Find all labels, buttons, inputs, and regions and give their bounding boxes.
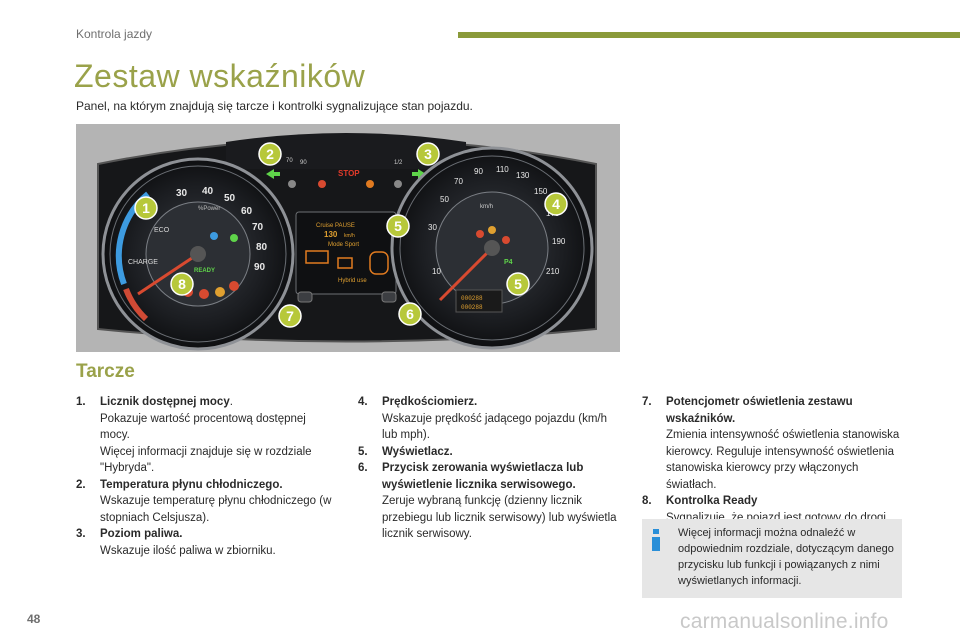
- svg-text:2: 2: [266, 146, 274, 162]
- list-item: 4. Prędkościomierz. Wskazuje prędkość ja…: [358, 396, 608, 441]
- left-dial-tick: %Power: [198, 206, 220, 212]
- left-dial-tick: 30: [176, 188, 188, 199]
- speed-tick: 70: [454, 177, 463, 186]
- list-item: 3. Poziom paliwa. Wskazuje ilość paliwa …: [76, 528, 276, 557]
- section-subheading: Tarcze: [76, 361, 135, 382]
- display-hybrid: Hybrid use: [338, 278, 367, 284]
- svg-text:5: 5: [514, 276, 522, 292]
- left-dial-tick: 90: [254, 262, 266, 273]
- list-item: 5. Wyświetlacz.: [358, 445, 453, 458]
- callout-1: 1: [134, 196, 158, 220]
- page-subtitle: Panel, na którym znajdują się tarcze i k…: [76, 99, 473, 113]
- callout-4: 4: [544, 192, 568, 216]
- callout-2: 2: [258, 142, 282, 166]
- eco-label: ECO: [154, 227, 170, 234]
- list-item: 6. Przycisk zerowania wyświetlacza lub w…: [358, 462, 617, 540]
- page-number: 48: [27, 612, 41, 626]
- section-label: Kontrola jazdy: [76, 27, 153, 41]
- gear-indicator: P4: [504, 259, 513, 266]
- column-1: 1. Licznik dostępnej mocy. Pokazuje wart…: [76, 394, 338, 559]
- column-2: 4. Prędkościomierz. Wskazuje prędkość ja…: [358, 394, 620, 543]
- callout-6: 6: [398, 302, 422, 326]
- speed-tick: 210: [546, 267, 560, 276]
- callout-5-display: 5: [386, 214, 410, 238]
- speed-tick: 110: [496, 165, 509, 174]
- charge-label: CHARGE: [128, 259, 158, 266]
- column-3: 7. Potencjometr oświetlenia zestawu wska…: [642, 394, 908, 526]
- left-dial-tick: 60: [241, 206, 253, 217]
- speed-tick: 130: [516, 171, 530, 180]
- speed-tick: 30: [428, 223, 437, 232]
- info-icon: [650, 529, 662, 551]
- callout-8: 8: [170, 272, 194, 296]
- speed-tick: 150: [534, 187, 548, 196]
- watermark: carmanualsonline.info: [680, 610, 889, 633]
- info-text: Więcej informacji można odnaleźć w odpow…: [678, 527, 894, 587]
- display-cruise: Cruise PAUSE: [316, 223, 355, 229]
- info-box: Więcej informacji można odnaleźć w odpow…: [642, 519, 902, 598]
- speedometer-dial: [390, 146, 594, 350]
- odometer-1: 000288: [461, 295, 483, 302]
- left-dial-tick: 80: [256, 242, 268, 253]
- svg-text:6: 6: [406, 306, 414, 322]
- temp-tick: 70: [286, 158, 293, 164]
- stop-label: STOP: [338, 169, 360, 178]
- list-item: 2. Temperatura płynu chłodniczego. Wskaz…: [76, 478, 332, 524]
- list-item: 1. Licznik dostępnej mocy. Pokazuje wart…: [76, 396, 312, 474]
- power-dial: [101, 157, 295, 351]
- left-dial-tick: 70: [252, 222, 264, 233]
- speed-tick: 10: [432, 267, 441, 276]
- reset-button[interactable]: [381, 291, 397, 303]
- display-speed: 130: [324, 230, 338, 239]
- svg-text:5: 5: [394, 218, 402, 234]
- svg-text:7: 7: [286, 308, 294, 324]
- speed-tick: 50: [440, 195, 449, 204]
- fuel-tick: 1/2: [394, 160, 403, 166]
- svg-text:8: 8: [178, 276, 186, 292]
- odometer-2: 000288: [461, 304, 483, 311]
- left-dial-tick: 50: [224, 193, 236, 204]
- instrument-cluster-image: 30 40 50 60 70 80 90 %Power CHARGE ECO R…: [76, 124, 620, 352]
- page-title: Zestaw wskaźników: [74, 58, 366, 94]
- display-mode: Mode Sport: [328, 242, 359, 248]
- callout-5-odometer: 5: [506, 272, 530, 296]
- ready-label: READY: [194, 268, 215, 274]
- brightness-knob[interactable]: [297, 291, 313, 303]
- temp-tick: 90: [300, 160, 307, 166]
- list-item: 7. Potencjometr oświetlenia zestawu wska…: [642, 396, 900, 491]
- svg-text:4: 4: [552, 196, 560, 212]
- svg-text:3: 3: [424, 146, 432, 162]
- speed-tick: 90: [474, 167, 483, 176]
- speed-unit-label: km/h: [480, 204, 493, 210]
- left-dial-tick: 40: [202, 186, 214, 197]
- callout-7: 7: [278, 304, 302, 328]
- svg-text:1: 1: [142, 200, 150, 216]
- callout-3: 3: [416, 142, 440, 166]
- display-speed-unit: km/h: [344, 233, 355, 239]
- header-bar: [458, 32, 960, 38]
- speed-tick: 190: [552, 237, 566, 246]
